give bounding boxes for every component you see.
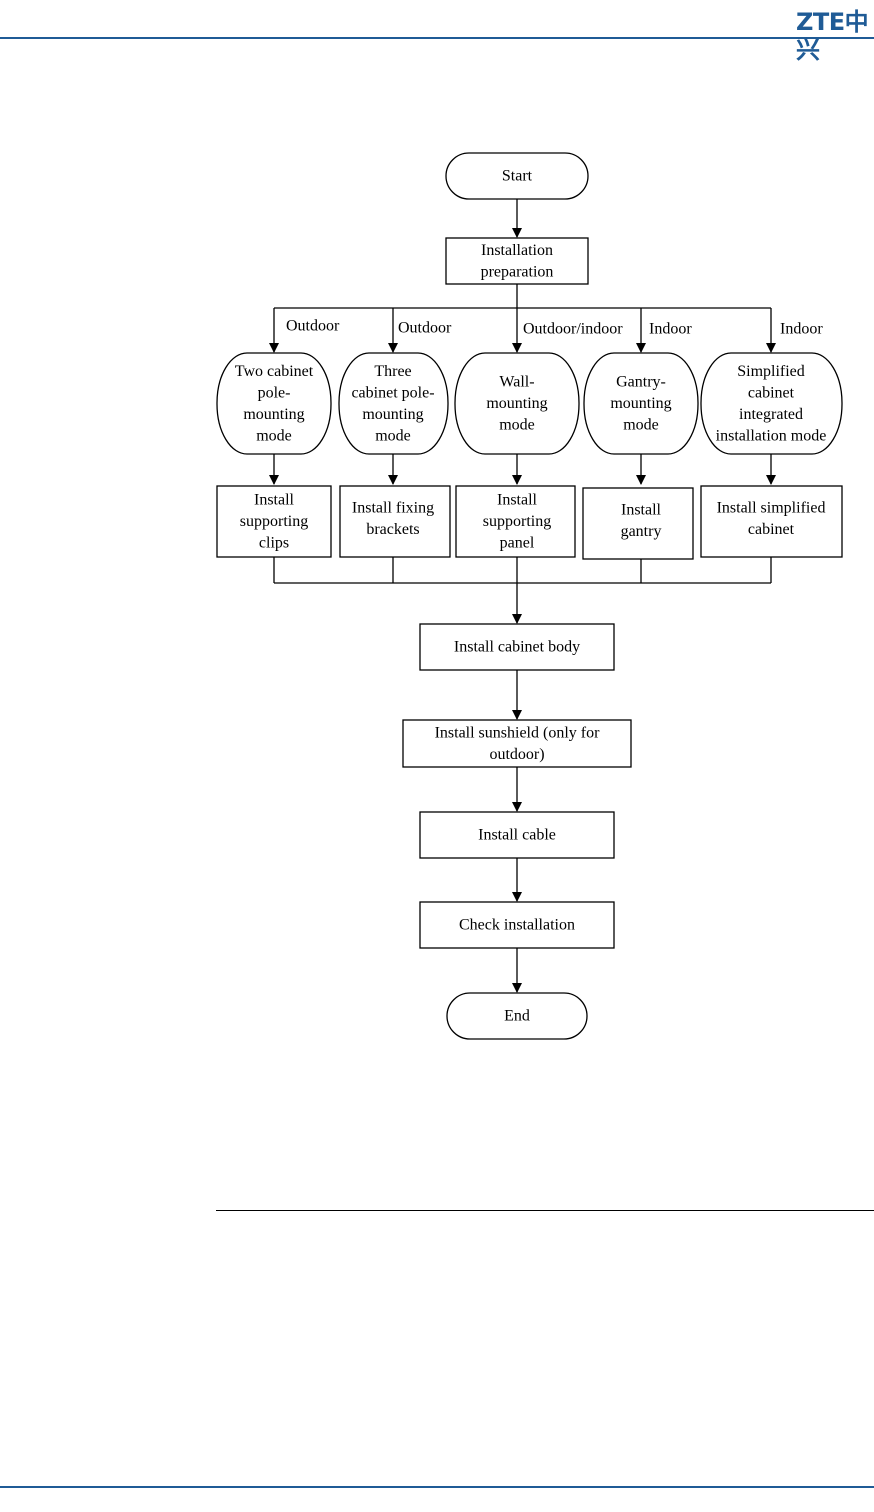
- cabinet-body-label: Install cabinet body: [454, 639, 580, 656]
- install-box-5: [700, 485, 843, 558]
- branch-label-1: Outdoor: [286, 318, 340, 335]
- install-label-1: supporting: [240, 513, 308, 530]
- mode-label-2: cabinet pole-: [351, 384, 434, 401]
- install-box-3: [455, 485, 576, 558]
- mode-label-2: mounting: [362, 406, 423, 423]
- install-label-2: brackets: [366, 521, 419, 538]
- install-label-5: cabinet: [748, 521, 795, 538]
- mode-label-3: Wall-: [499, 374, 534, 391]
- mode-node-3: [454, 352, 580, 455]
- sunshield-label: Install sunshield (only for: [435, 724, 601, 741]
- cable-box: [419, 811, 615, 859]
- install-label-4: Install: [621, 501, 662, 518]
- install-box-4: [582, 487, 694, 560]
- mode-label-1: Two cabinet: [235, 363, 314, 380]
- branch-label-5: Indoor: [780, 321, 823, 338]
- mode-node-5: [700, 352, 843, 455]
- check-label: Check installation: [459, 917, 575, 934]
- mode-label-4: mounting: [610, 395, 671, 412]
- footer-rule: [0, 1486, 874, 1488]
- install-label-3: panel: [500, 535, 535, 552]
- mode-label-1: mounting: [243, 406, 304, 423]
- install-label-3: supporting: [483, 513, 551, 530]
- sunshield-box: [402, 719, 632, 768]
- mode-label-2: Three: [374, 363, 411, 380]
- install-label-5: Install simplified: [717, 499, 826, 516]
- cable-label: Install cable: [478, 827, 556, 844]
- mode-label-4: Gantry-: [616, 374, 666, 391]
- install-box-2: [339, 485, 451, 558]
- cabinet-body-box: [419, 623, 615, 671]
- check-box: [419, 901, 615, 949]
- preparation-label: Installation: [481, 242, 553, 259]
- mode-node-4: [583, 352, 699, 455]
- end-terminal: [446, 992, 588, 1040]
- mode-node-2: [338, 352, 449, 455]
- mode-label-5: cabinet: [748, 384, 795, 401]
- branch-label-4: Indoor: [649, 321, 692, 338]
- mode-label-3: mode: [499, 417, 535, 434]
- start-label: Start: [502, 168, 533, 185]
- start-terminal: [445, 152, 589, 200]
- branch-label-3: Outdoor/indoor: [523, 321, 623, 338]
- preparation-label: preparation: [481, 263, 554, 280]
- mode-label-1: pole-: [258, 384, 291, 401]
- zte-logo: ZTE中兴: [796, 8, 869, 64]
- mode-label-2: mode: [375, 427, 411, 444]
- sunshield-label: outdoor): [489, 746, 544, 763]
- install-label-4: gantry: [621, 523, 662, 540]
- install-label-2: Install fixing: [352, 499, 434, 516]
- mode-label-4: mode: [623, 417, 659, 434]
- install-label-3: Install: [497, 492, 538, 509]
- branch-label-2: Outdoor: [398, 320, 452, 337]
- end-label: End: [504, 1008, 530, 1025]
- section-separator: [216, 1210, 874, 1211]
- mode-label-1: mode: [256, 427, 292, 444]
- install-label-1: clips: [259, 535, 289, 552]
- mode-node-1: [216, 352, 332, 455]
- mode-label-3: mounting: [486, 395, 547, 412]
- preparation-box: [445, 237, 589, 285]
- mode-label-5: Simplified: [737, 363, 805, 380]
- header-rule: [0, 37, 874, 39]
- install-box-1: [216, 485, 332, 558]
- install-label-1: Install: [254, 492, 295, 509]
- mode-label-5: installation mode: [716, 427, 827, 444]
- mode-label-5: integrated: [739, 406, 803, 423]
